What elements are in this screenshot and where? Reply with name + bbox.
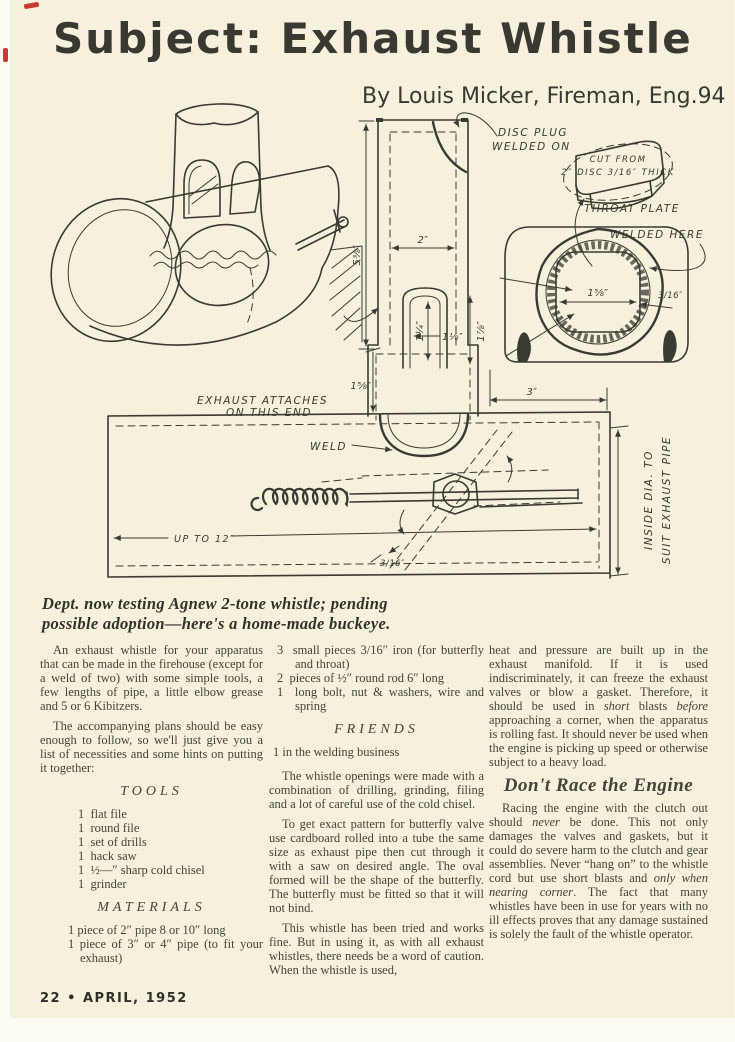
paragraph: An exhaust whistle for your apparatus th… — [40, 643, 263, 713]
list-item: 1 piece of 2″ pipe 8 or 10″ long — [68, 923, 226, 937]
label-exhaust-attaches: EXHAUST ATTACHES — [197, 395, 328, 407]
materials-heading: MATERIALS — [97, 900, 206, 915]
column-2: 3 small pieces 3/16″ iron (for butterfly… — [269, 643, 484, 983]
text-segment: blasts — [629, 699, 677, 713]
dim-1-1-4: 1¼″ — [414, 320, 426, 341]
list-item: 1 flat file — [78, 807, 127, 821]
text-segment-italic: only when nearing corner — [489, 871, 708, 899]
materials-list: 1 piece of 2″ pipe 8 or 10″ long 1 piece… — [40, 923, 263, 965]
text-segment: Racing the engine with the clutch out sh… — [489, 801, 708, 829]
throat-plate-drawing: CUT FROM 2″ DISC 3/16″ THICK THROAT PLAT… — [561, 140, 680, 267]
text-segment: heat and pressure are built up in the ex… — [489, 643, 708, 713]
text-segment: . The fact that many whistles have been … — [489, 885, 708, 941]
caption-line-2: possible adoption—here's a home-made buc… — [42, 614, 391, 633]
spring — [250, 487, 349, 512]
caption-line-1: Dept. now testing Agnew 2-tone whistle; … — [42, 594, 388, 613]
label-disc-plug-2: WELDED ON — [492, 141, 571, 153]
tools-list: 1 flat file 1 round file 1 set of drills… — [40, 807, 263, 891]
list-item: 1 round file — [78, 821, 140, 835]
paragraph: The accompanying plans should be easy en… — [40, 719, 263, 775]
exhaust-whistle-diagram: DISC PLUG WELDED ON 5⅜″ 2″ 1¼″ 1⅛″ 1⅞″ — [50, 103, 706, 579]
dim-3-16: 3/16″ — [658, 291, 683, 301]
paragraph: heat and pressure are built up in the ex… — [489, 643, 708, 769]
label-throat-plate: THROAT PLATE — [584, 203, 680, 215]
dim-1-1-8: 1⅛″ — [442, 332, 463, 343]
flat-pattern-drawing: DISC PLUG WELDED ON 5⅜″ 2″ 1¼″ 1⅛″ 1⅞″ — [329, 112, 571, 458]
dim-1-5-8-hole: 1⅝″ — [587, 288, 608, 299]
label-on-this-end: ON THIS END — [226, 407, 312, 419]
section-heading: Don't Race the Engine — [503, 775, 694, 796]
label-weld: WELD — [310, 441, 347, 453]
text-segment-italic: short — [603, 699, 630, 713]
text-segment: approaching a corner, when the apparatus… — [489, 713, 708, 769]
page-footer: 22 • APRIL, 1952 — [40, 991, 188, 1006]
label-cut-from-2: 2″ DISC 3/16″ THICK — [561, 168, 674, 178]
list-item: 1 in the welding business — [273, 745, 400, 759]
dim-1-7-8: 1⅞″ — [476, 320, 487, 341]
paper-background — [10, 0, 735, 1018]
paragraph: This whistle has been tried and works fi… — [269, 921, 484, 977]
text-segment: be done. This not only damages the valve… — [489, 815, 708, 885]
paragraph: The whistle openings were made with a co… — [269, 769, 484, 811]
dim-1-5-8: 1⅝″ — [350, 381, 371, 392]
label-disc-plug: DISC PLUG — [498, 127, 568, 139]
red-scan-mark — [3, 48, 8, 62]
assembled-whistle-drawing — [50, 103, 349, 346]
dim-5-3-8: 5⅜″ — [352, 244, 363, 265]
text-segment-italic: before — [676, 699, 708, 713]
page-title: Subject: Exhaust Whistle — [53, 14, 693, 63]
list-item: 1 set of drills — [78, 835, 147, 849]
byline: By Louis Micker, Fireman, Eng.94 — [362, 84, 726, 109]
text-segment-italic: never — [532, 815, 560, 829]
tools-heading: TOOLS — [120, 784, 183, 799]
label-inside-dia-2: SUIT EXHAUST PIPE — [661, 436, 673, 564]
column-1: An exhaust whistle for your apparatus th… — [40, 643, 263, 983]
label-up-to-12: UP TO 12″ — [174, 534, 235, 545]
list-item: 1 ½—″ sharp cold chisel — [78, 863, 205, 877]
paragraph: To get exact pattern for butterfly valve… — [269, 817, 484, 915]
dim-2in: 2″ — [417, 235, 428, 246]
article-body: An exhaust whistle for your apparatus th… — [40, 643, 708, 983]
label-inside-dia: INSIDE DIA. TO — [643, 450, 655, 550]
pipe-end-view-drawing: WELDED HERE 1⅝″ 3/16″ 3″ — [489, 226, 706, 411]
list-item: 3 small pieces 3/16″ iron (for butterfly… — [277, 643, 484, 671]
list-item: 1 grinder — [78, 877, 127, 891]
label-cut-from: CUT FROM — [590, 155, 647, 165]
column-3: heat and pressure are built up in the ex… — [489, 643, 708, 983]
list-item: 1 hack saw — [78, 849, 137, 863]
hex-nut — [432, 473, 479, 515]
caption: Dept. now testing Agnew 2-tone whistle; … — [42, 594, 512, 634]
friends-heading: FRIENDS — [334, 722, 419, 737]
friends-list: 1 in the welding business — [269, 745, 484, 759]
exhaust-pipe-side-view: EXHAUST ATTACHES ON THIS END WELD 3/16″ … — [107, 395, 673, 579]
paragraph: Racing the engine with the clutch out sh… — [489, 801, 708, 941]
label-welded-here: WELDED HERE — [610, 229, 704, 241]
dim-3in: 3″ — [526, 387, 537, 398]
dim-3-16-butterfly: 3/16″ — [380, 559, 405, 569]
list-item: 1 long bolt, nut & washers, wire and spr… — [277, 685, 484, 713]
list-item: 2 pieces of ½″ round rod 6″ long — [277, 671, 444, 685]
list-item: 1 piece of 3″ or 4″ pipe (to fit your ex… — [68, 937, 263, 965]
parts-list: 3 small pieces 3/16″ iron (for butterfly… — [269, 643, 484, 713]
